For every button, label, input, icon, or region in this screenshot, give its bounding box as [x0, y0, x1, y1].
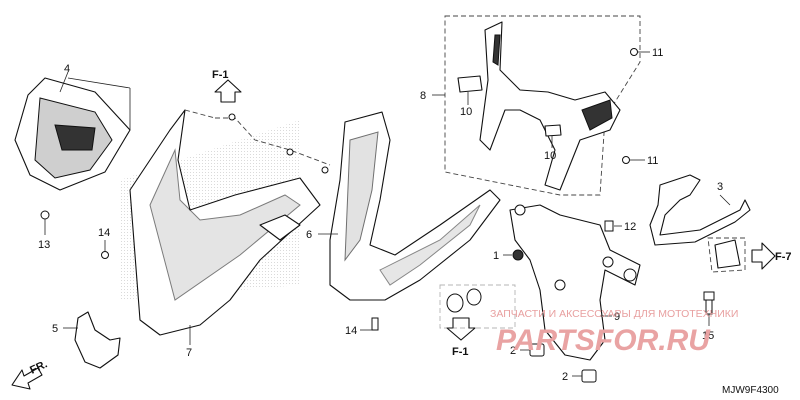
callout-6: 6 — [306, 229, 312, 241]
callout-10-lower: 10 — [544, 150, 556, 162]
direction-arrow-front — [11, 367, 43, 390]
callout-10-upper: 10 — [460, 106, 472, 118]
callout-3: 3 — [717, 181, 723, 193]
ref-f1-top-label: F-1 — [212, 69, 229, 81]
diagram-code: MJW9F4300 — [722, 385, 779, 396]
part-6-side-cowl[interactable] — [318, 111, 501, 301]
part-8-inner-panel[interactable] — [479, 21, 621, 191]
ref-f7-label: F-7 — [775, 251, 792, 263]
part-14-screw-left[interactable] — [101, 240, 109, 259]
part-11-screw-lower[interactable] — [622, 156, 646, 164]
direction-label: FR. — [28, 358, 49, 376]
callout-9: 9 — [614, 311, 620, 323]
part-10-pad-lower[interactable] — [544, 124, 562, 148]
callout-1: 1 — [493, 250, 499, 262]
callout-13: 13 — [38, 239, 50, 251]
part-4-windscreen[interactable] — [14, 71, 131, 191]
ref-f7[interactable] — [751, 242, 776, 270]
callout-11-upper: 11 — [652, 47, 663, 59]
part-7-front-cowl[interactable] — [129, 109, 321, 345]
part-2-rubber-upper[interactable] — [520, 343, 545, 357]
part-2-rubber-lower[interactable] — [572, 369, 597, 383]
callout-11-lower: 11 — [647, 155, 658, 167]
callout-14-left: 14 — [98, 227, 110, 239]
callout-2-lower: 2 — [562, 371, 568, 383]
part-9-stay[interactable] — [509, 204, 641, 361]
callout-7: 7 — [186, 347, 192, 359]
part-5-bracket[interactable] — [63, 311, 121, 369]
part-14-screw-bottom[interactable] — [360, 317, 379, 331]
callout-5: 5 — [52, 323, 58, 335]
part-11-screw-upper[interactable] — [630, 48, 651, 56]
part-bracket-f7[interactable] — [707, 237, 746, 273]
group-box-8 — [432, 15, 641, 196]
watermark-logo: PARTSFOR.RU — [496, 324, 711, 357]
part-12-bolt[interactable] — [604, 220, 622, 232]
callout-8: 8 — [420, 90, 426, 102]
part-collars[interactable] — [446, 288, 482, 313]
ref-f1-bottom[interactable] — [439, 284, 516, 341]
part-3-handle[interactable] — [649, 174, 751, 246]
callout-4: 4 — [64, 63, 70, 75]
callout-14-bottom: 14 — [345, 325, 357, 337]
callout-15: 15 — [702, 330, 714, 342]
part-1-grommet[interactable] — [503, 249, 524, 261]
ref-f1-bottom-label: F-1 — [452, 346, 469, 358]
part-13-screw[interactable] — [40, 210, 50, 235]
watermark-caption: ЗАПЧАСТИ И АКСЕССУАРЫ ДЛЯ МОТОТЕХНИКИ — [490, 308, 738, 320]
dashed-guides-upper — [184, 109, 331, 174]
callout-12: 12 — [624, 221, 636, 233]
ref-f1-top[interactable] — [214, 79, 242, 103]
part-15-bolt[interactable] — [703, 291, 715, 326]
callout-2-upper: 2 — [510, 345, 516, 357]
part-10-pad-upper[interactable] — [457, 75, 483, 105]
